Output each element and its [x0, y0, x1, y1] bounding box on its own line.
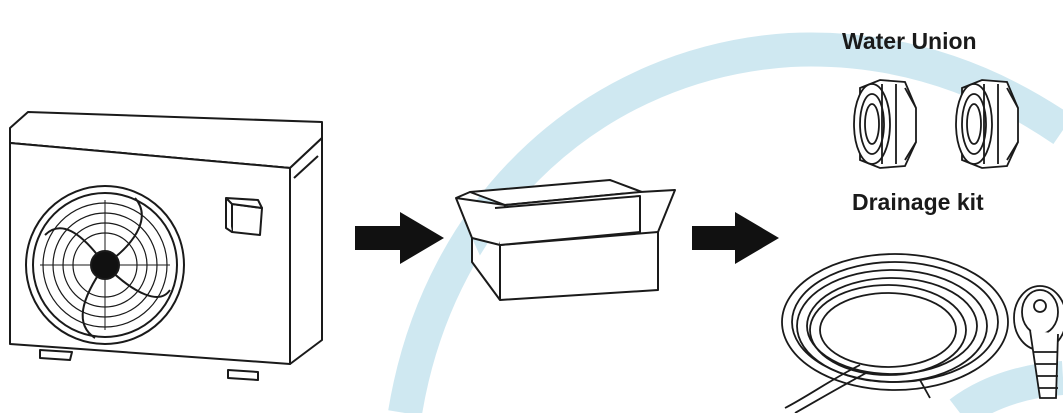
water-union-label: Water Union — [842, 28, 977, 54]
drain-connector-icon — [1013, 285, 1063, 399]
water-union-icon — [853, 79, 917, 169]
open-box-icon — [455, 179, 676, 301]
water-union-icon — [955, 79, 1019, 169]
hose-coil-icon — [781, 253, 1009, 413]
drainage-kit-label: Drainage kit — [852, 189, 984, 215]
arrow-right-icon — [355, 212, 444, 264]
heat-pump-unit-icon — [9, 111, 323, 381]
arrow-right-icon — [692, 212, 779, 264]
